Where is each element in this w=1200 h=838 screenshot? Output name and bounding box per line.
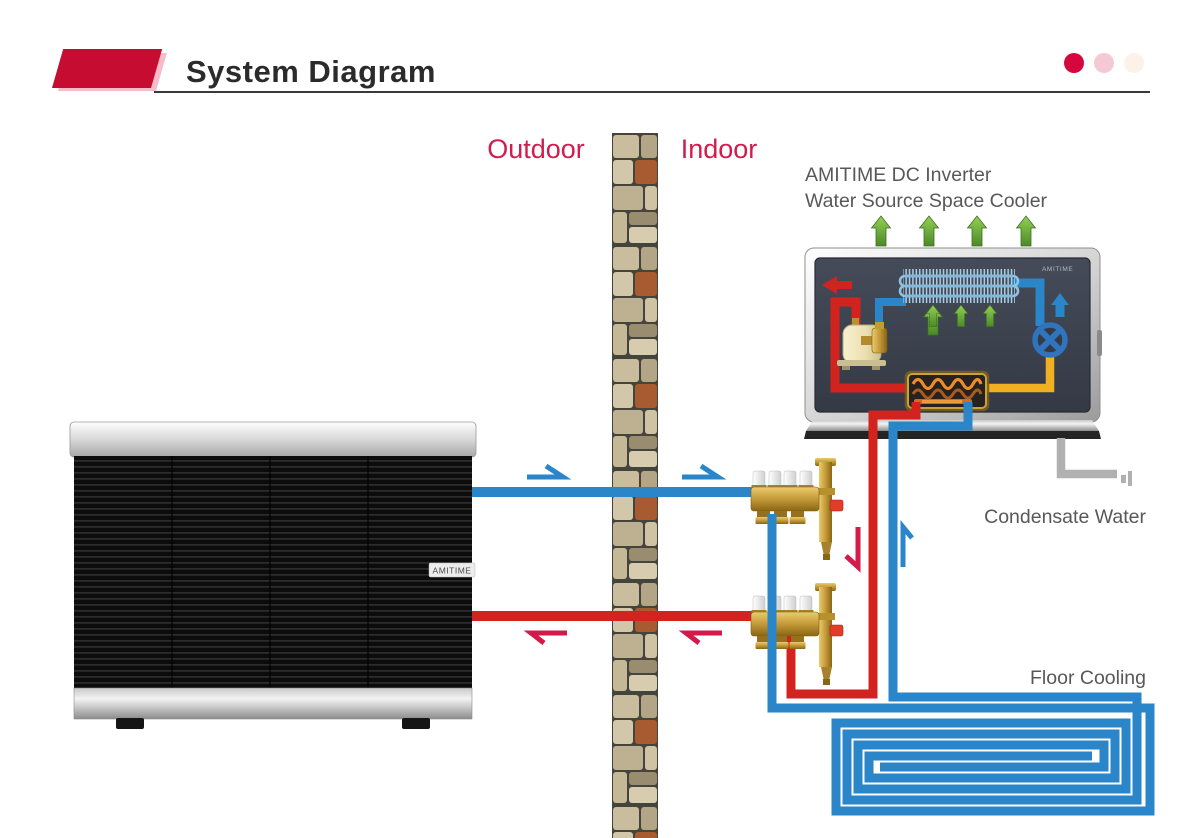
outdoor-unit-foot-right — [402, 718, 430, 729]
dot-inactive2 — [1124, 53, 1144, 73]
indoor-unit-logo: AMITIME — [1042, 266, 1073, 273]
manifold-top — [750, 457, 844, 561]
indoor-zone-label: Indoor — [681, 134, 758, 164]
discharge-pipe — [830, 297, 912, 393]
indoor-unit-title-line1: AMITIME DC Inverter — [805, 164, 992, 186]
outdoor-unit-grille — [74, 456, 472, 689]
floor-cooling-coil — [767, 514, 1155, 816]
heat-exchanger — [904, 370, 990, 412]
hot-riser-pipe — [786, 402, 921, 699]
dot-active — [1064, 53, 1084, 73]
floor-cooling-label: Floor Cooling — [1030, 667, 1146, 689]
page-title: System Diagram — [186, 54, 436, 89]
evaporator-coil — [898, 269, 1020, 303]
outdoor-unit-base — [73, 687, 473, 720]
manifold-bottom — [750, 582, 844, 686]
outdoor-unit-brand-plate — [428, 562, 476, 578]
hot-flow-arrow-icon — [822, 276, 852, 294]
capillary-pipe — [986, 354, 1055, 393]
indoor-unit-airflow — [871, 215, 1036, 247]
indoor-unit-handle — [1097, 330, 1102, 356]
valve-icon — [1032, 322, 1068, 358]
cold-flow-up-arrow-icon — [1051, 293, 1069, 317]
condensate-label: Condensate Water — [984, 506, 1146, 528]
expansion-valve — [861, 322, 888, 354]
outdoor-unit-foot-left — [116, 718, 144, 729]
outdoor-unit-brand-label: AMITIME — [433, 566, 472, 576]
outdoor-unit-top-cap — [69, 421, 477, 458]
cold-flow-right-arrow-1 — [527, 463, 572, 480]
condensate-pipe — [1056, 438, 1132, 486]
header-divider — [154, 91, 1150, 93]
hot-flow-down-arrow — [844, 527, 861, 573]
valve-inlet-pipe — [1012, 278, 1045, 326]
dot-inactive — [1094, 53, 1114, 73]
wall — [612, 133, 658, 838]
hot-flow-left-arrow-2 — [678, 630, 722, 645]
indoor-unit: AMITIME — [804, 247, 1102, 423]
suction-pipe — [875, 298, 906, 330]
outdoor-unit: AMITIME — [69, 421, 477, 729]
indoor-unit-title-line2: Water Source Space Cooler — [805, 190, 1048, 212]
cold-flow-right-arrow-2 — [682, 463, 727, 480]
outdoor-zone-label: Outdoor — [487, 134, 585, 164]
indoor-unit-panel — [814, 257, 1091, 413]
cold-flow-up-arrow — [900, 519, 914, 567]
cold-riser-and-coil-feed — [842, 402, 1142, 805]
hot-flow-left-arrow-1 — [523, 630, 567, 645]
pagination-dots — [1063, 52, 1163, 79]
